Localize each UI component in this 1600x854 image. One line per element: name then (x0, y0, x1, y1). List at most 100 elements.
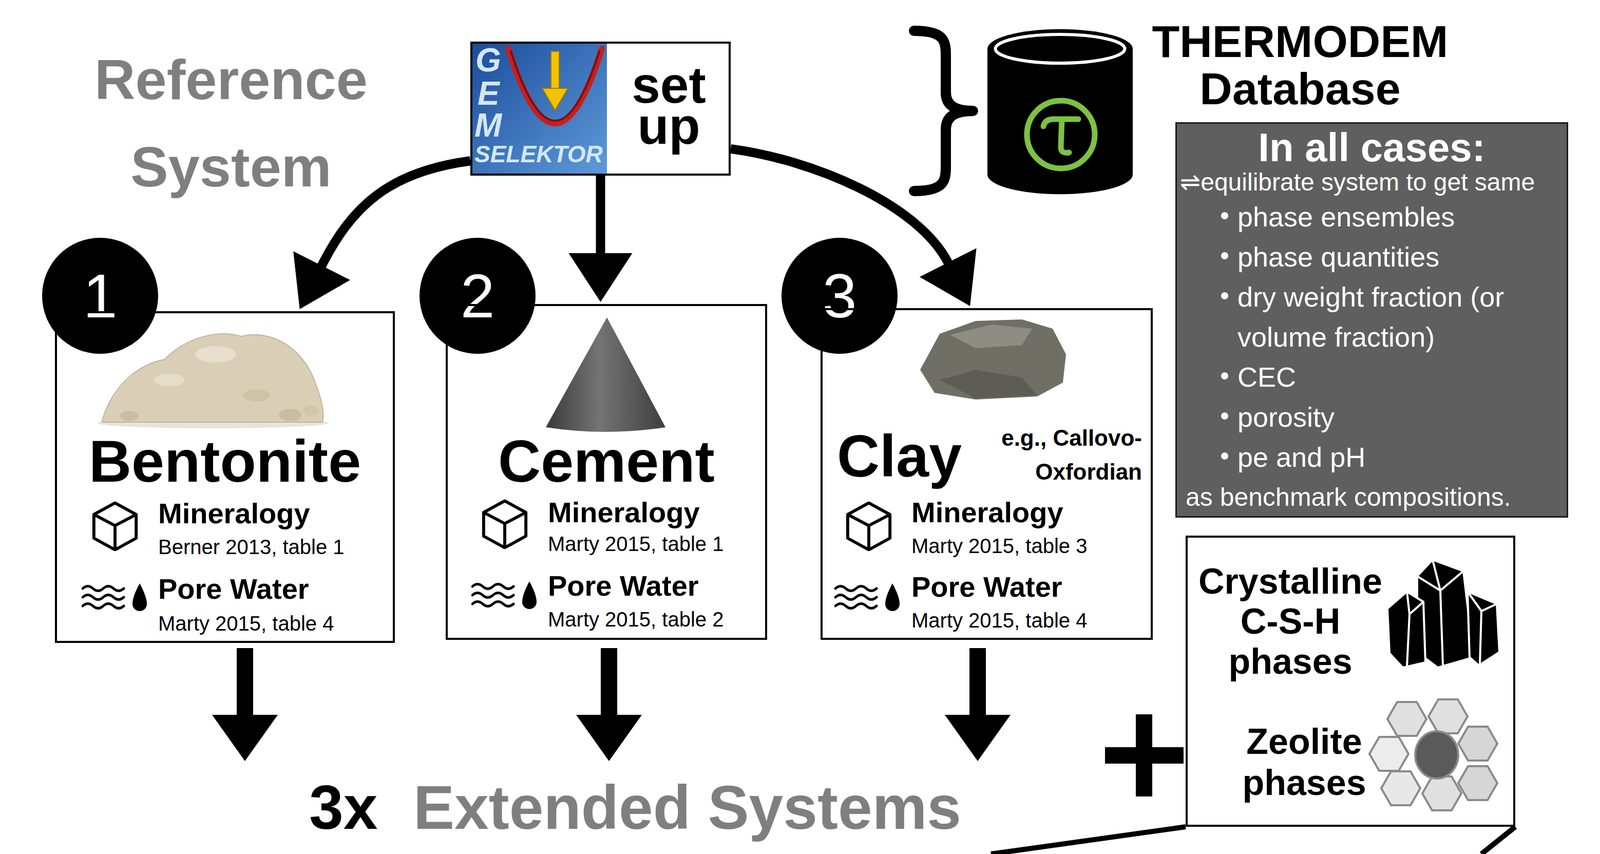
plus-sign (1135, 714, 1153, 797)
clay-rock (920, 319, 1066, 400)
box-text: Marty 2015, table 1 (547, 533, 724, 555)
bullet-item: pe and pH (1237, 436, 1567, 478)
down-arrow (944, 648, 1011, 761)
box-text: Marty 2015, table 3 (911, 535, 1088, 557)
box-text: Marty 2015, table 4 (158, 613, 334, 634)
curly-bracket (913, 30, 974, 192)
arrow-head (919, 248, 977, 307)
crystal-icon (1387, 591, 1426, 668)
material-box: CementMineralogyMarty 2015, table 1 Pore … (445, 303, 768, 640)
bullet-dot (1221, 212, 1229, 220)
database-cylinder (987, 29, 1133, 195)
box-text: ⇌equilibrate system to get same (1179, 167, 1567, 197)
callout-line (1481, 826, 1516, 854)
zeolite-pore (1415, 731, 1459, 779)
bullet-text: phase ensembles (1237, 196, 1505, 237)
logo-letter: G (475, 43, 502, 77)
logo-wordmark: SELEKTOR (474, 142, 603, 166)
box-text: Pore Water (911, 572, 1063, 602)
box-heading: Cement (447, 431, 766, 491)
box-text: e.g., Callovo-Oxfordian (972, 421, 1142, 489)
pile-highlight (154, 373, 185, 387)
box-heading: Clay (836, 426, 962, 486)
zeolite-cell (1458, 766, 1498, 800)
bullet-text: dry weight fraction (or volume fraction) (1237, 276, 1505, 357)
rock-shade (939, 369, 1038, 399)
box-heading: 2 (419, 237, 536, 354)
zeolite-cell (1458, 726, 1498, 761)
down-arrow (212, 648, 278, 761)
database-rim (995, 34, 1126, 64)
box-text: Marty 2015, table 2 (547, 608, 724, 630)
bullet-text: phase quantities (1237, 236, 1505, 277)
pile-pebble (278, 408, 302, 422)
bullet-dot (1221, 452, 1229, 460)
database-logo-ring (1026, 100, 1095, 169)
bullet-item: phase ensembles (1237, 196, 1567, 237)
bullet-dot (1221, 372, 1229, 380)
bullet-item: porosity (1237, 396, 1567, 437)
pile-pebble (243, 389, 271, 402)
connector-line (596, 175, 606, 255)
material-box: BentoniteMineralogyBerner 2013, table 1 P… (54, 311, 395, 643)
database-label: THERMODEM Database (1120, 17, 1480, 113)
crystal-facet (1406, 591, 1424, 667)
box-text: Pore Water (158, 574, 310, 604)
pore-water-icon (472, 581, 537, 609)
logo-arrow-head (542, 88, 568, 111)
arrow-head (293, 251, 351, 310)
bentonite-pile (101, 333, 323, 423)
logo-background (472, 43, 607, 174)
zeolite-cell (1369, 736, 1409, 771)
info-panel: In all cases:⇌equilibrate system to get … (1175, 122, 1569, 518)
bullet-item: phase quantities (1237, 236, 1567, 277)
pile-pebble (302, 405, 319, 416)
box-heading: Bentonite (56, 431, 393, 491)
cement-cone (545, 317, 666, 432)
system-heading: Extended Systems (413, 776, 962, 838)
box-heading: 1 (42, 237, 159, 354)
box-heading: set up (606, 64, 731, 147)
callout-circle: 2 (419, 237, 536, 354)
callout-line (991, 826, 1186, 854)
database-logo-symbol (1043, 119, 1079, 154)
logo-letter: M (474, 108, 502, 142)
mineralogy-icon (483, 500, 526, 548)
zeolite-cell (1422, 776, 1462, 811)
rock-highlight (949, 324, 1033, 349)
box-heading: In all cases: (1176, 126, 1567, 168)
bullet-dot (1221, 252, 1229, 260)
connector-arrow (568, 175, 633, 302)
box-text: Pore Water (547, 571, 699, 601)
logo-arrow-shaft (550, 51, 560, 90)
down-arrow (576, 648, 642, 761)
box-heading: Crystalline C-S-H phases (1192, 561, 1388, 682)
bullet-text: pe and pH (1237, 436, 1505, 478)
box-text: Mineralogy (547, 498, 700, 527)
pore-water-icon (835, 583, 900, 612)
bullet-text: CEC (1237, 356, 1505, 397)
box-text: as benchmark compositions. (1185, 477, 1567, 518)
logo-letter: E (477, 77, 500, 110)
pile-pebble (120, 410, 139, 422)
logo-curve (508, 48, 602, 124)
box-text: Zeolite phases (1206, 720, 1402, 804)
bullet-item: CEC (1237, 356, 1567, 397)
bullet-dot (1221, 412, 1229, 420)
arrow-head (568, 253, 633, 302)
count-label: 3x (309, 776, 378, 838)
box-heading: 3 (781, 237, 898, 354)
box-text: Marty 2015, table 4 (911, 610, 1088, 631)
logo-curve-inner (510, 51, 600, 121)
box-text: Mineralogy (158, 499, 311, 528)
box-text: Berner 2013, table 1 (158, 536, 345, 558)
material-box: Claye.g., Callovo-OxfordianMineralogyMar… (820, 308, 1153, 640)
crystal-icon (1467, 591, 1500, 666)
pile-highlight (195, 346, 237, 363)
mineralogy-icon (847, 502, 890, 550)
phase-box: Crystalline C-S-H phasesZeolite phases (1185, 535, 1516, 827)
callout-circle: 3 (781, 237, 898, 354)
zeolite-cell (1381, 771, 1421, 806)
system-heading: Reference System (77, 35, 386, 211)
